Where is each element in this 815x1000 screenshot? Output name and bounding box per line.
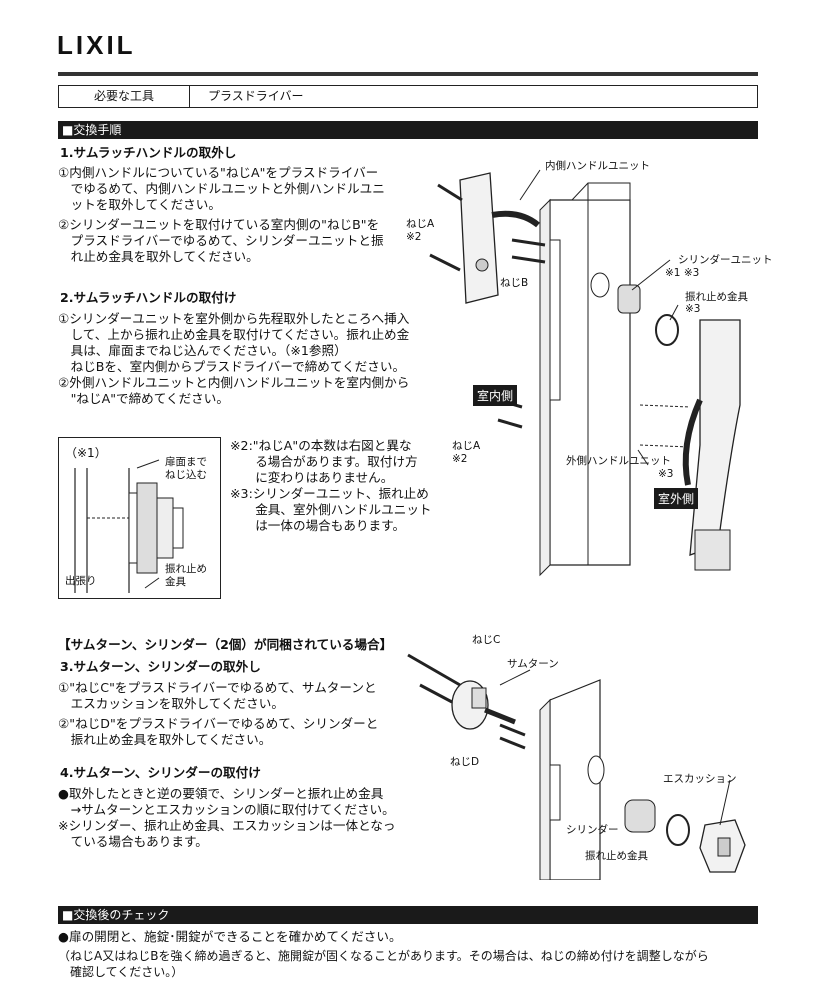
step3-body: ①"ねじC"をプラスドライバーでゆるめて、サムターンと エスカッションを取外して… [58, 680, 378, 748]
label-screw-d: ねじD [450, 756, 480, 768]
label-cylinder: シリンダー [566, 824, 619, 836]
tools-label: 必要な工具 [59, 86, 190, 107]
note-line: に変わりはありません。 [230, 470, 394, 485]
step1-line: れ止め金具を取外してください。 [58, 249, 259, 264]
step4-line: ●取外したときと逆の要領で、シリンダーと振れ止め金具 [58, 786, 384, 801]
step2-line: "ねじA"で締めてください。 [58, 391, 229, 406]
section-header-check: ■交換後のチェック [58, 906, 758, 924]
step1-line: でゆるめて、内側ハンドルユニットと外側ハンドルユニ [58, 181, 385, 196]
step2-line: ①シリンダーユニットを室外側から先程取外したところへ挿入 [58, 311, 410, 326]
step3-line: ①"ねじC"をプラスドライバーでゆるめて、サムターンと [58, 680, 377, 695]
check-line: 確認してください。） [70, 965, 184, 979]
lixil-logo: LIXIL [57, 30, 136, 60]
note-line: 金具、室外側ハンドルユニット [230, 502, 432, 517]
label-outer-note: ※3 [658, 468, 674, 480]
label-bracket: 振れ止め 金具 [165, 563, 207, 588]
label-note2-outer: ※2 [452, 453, 468, 465]
label-screw-a-outer: ねじA [452, 440, 481, 452]
step4-line: ※シリンダー、振れ止め金具、エスカッションは一体となっ [58, 818, 396, 833]
step3-title: 3.サムターン、シリンダーの取外し [60, 659, 261, 674]
note-box-1: （※1） 扉面まで ねじ込む 出張り 振れ止め 金具 [58, 437, 221, 599]
label-cylinder-unit: シリンダーユニット [678, 254, 773, 266]
step2-title: 2.サムラッチハンドルの取付け [60, 290, 237, 305]
cylinder-detail-illustration [74, 459, 184, 593]
step1-line: プラスドライバーでゆるめて、シリンダーユニットと振 [58, 233, 384, 248]
step4-body: ●取外したときと逆の要領で、シリンダーと振れ止め金具 →サムターンとエスカッショ… [58, 786, 396, 850]
label-bracket-2: 振れ止め金具 [585, 850, 648, 862]
check-line: ●扉の開閉と、施錠･開錠ができることを確かめてください。 [58, 929, 402, 944]
step1-body: ①内側ハンドルについている"ねじA"をプラスドライバー でゆるめて、内側ハンドル… [58, 165, 385, 265]
label-thumbturn: サムターン [507, 658, 559, 670]
thumbturn-exploded-diagram [407, 653, 746, 880]
step2-line: ねじBを、室内側からプラスドライバーで締めてください。 [58, 359, 406, 374]
label-screw-a: ねじA [406, 218, 435, 230]
label-protrusion: 出張り [65, 575, 97, 587]
label-note2: ※2 [406, 231, 422, 243]
step3-line: ②"ねじD"をプラスドライバーでゆるめて、シリンダーと [58, 716, 379, 731]
note-line: る場合があります。取付け方 [230, 454, 418, 469]
label-bracket-note: ※3 [685, 303, 701, 315]
tools-value: プラスドライバー [208, 89, 304, 103]
check-line: （ねじA又はねじBを強く締め過ぎると、施開錠が固くなることがあります。その場合は… [58, 949, 709, 963]
step3-line: 振れ止め金具を取外してください。 [58, 732, 272, 747]
note-box-title: （※1） [65, 446, 107, 460]
notes-block: ※2:"ねじA"の本数は右図と異な る場合があります。取付け方 に変わりはありま… [230, 438, 432, 534]
step4-title: 4.サムターン、シリンダーの取付け [60, 765, 261, 780]
note-line: ※2:"ねじA"の本数は右図と異な [230, 438, 412, 453]
step4-line: ている場合もあります。 [58, 834, 208, 849]
step1-title: 1.サムラッチハンドルの取外し [60, 145, 237, 160]
header-rule [58, 72, 758, 76]
step1-line: ②シリンダーユニットを取付けている室内側の"ねじB"を [58, 217, 380, 232]
label-face: 扉面まで ねじ込む [165, 456, 207, 481]
step1-line: ①内側ハンドルについている"ねじA"をプラスドライバー [58, 165, 379, 180]
label-screw-b: ねじB [500, 277, 529, 289]
label-indoor: 室内側 [473, 385, 518, 406]
label-escutcheon: エスカッション [663, 773, 737, 785]
tools-table: 必要な工具 プラスドライバー [58, 85, 758, 108]
step1-line: ットを取外してください。 [58, 197, 221, 212]
note-line: は一体の場合もあります。 [230, 518, 406, 533]
note-line: ※3:シリンダーユニット、振れ止め [230, 486, 429, 501]
label-outdoor: 室外側 [654, 488, 699, 509]
section2-subheader: 【サムターン、シリンダー（2個）が同梱されている場合】 [58, 637, 393, 652]
section-header-procedure: ■交換手順 [58, 121, 758, 139]
step3-line: エスカッションを取外してください。 [58, 696, 284, 711]
label-inner-handle-unit: 内側ハンドルユニット [545, 160, 650, 172]
step2-line: ②外側ハンドルユニットと内側ハンドルユニットを室内側から [58, 375, 410, 390]
label-cylinder-note: ※1 ※3 [665, 267, 700, 279]
step2-body: ①シリンダーユニットを室外側から先程取外したところへ挿入 して、上から振れ止め金… [58, 311, 409, 407]
label-bracket: 振れ止め金具 [685, 291, 748, 303]
handle-exploded-diagram [429, 169, 741, 577]
label-outer-handle-unit: 外側ハンドルユニット [566, 455, 671, 467]
check-body: ●扉の開閉と、施錠･開錠ができることを確かめてください。 （ねじA又はねじBを強… [58, 929, 709, 980]
step4-line: →サムターンとエスカッションの順に取付けてください。 [58, 802, 395, 817]
step2-line: して、上から振れ止め金具を取付けてください。振れ止め金 [58, 327, 410, 342]
label-screw-c: ねじC [472, 634, 501, 646]
step2-line: 具は、扉面までねじ込んでください。（※1参照） [58, 343, 347, 358]
